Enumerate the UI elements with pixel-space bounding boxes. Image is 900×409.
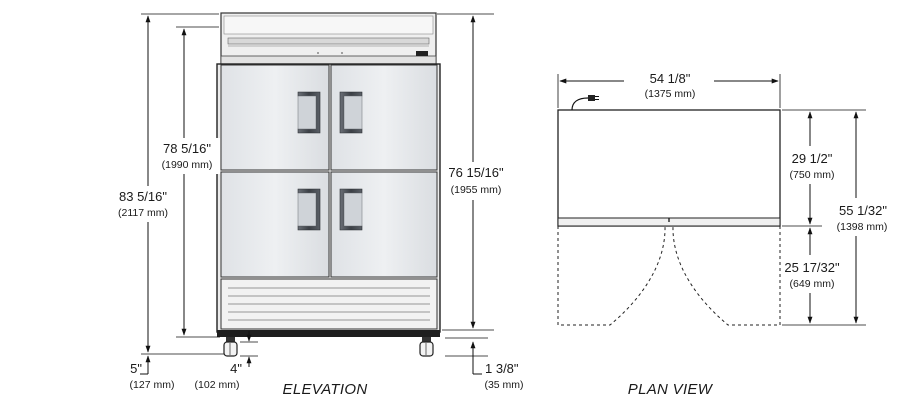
caster-icon — [223, 337, 434, 357]
elevation-view — [112, 12, 506, 375]
caster-diameter-metric: (127 mm) — [130, 379, 175, 391]
overall-height-metric: (2117 mm) — [118, 207, 168, 219]
cabinet-height-imperial: 76 15/16" — [448, 165, 504, 180]
dimension-labels: 83 5/16" (2117 mm) 78 5/16" (1990 mm) 76… — [118, 71, 887, 398]
overall-depth-metric: (1398 mm) — [837, 221, 888, 233]
body-height-metric: (1990 mm) — [162, 159, 213, 171]
elevation-view-title: ELEVATION — [283, 381, 368, 398]
top-canopy — [220, 12, 437, 65]
overall-depth-imperial: 55 1/32" — [839, 203, 887, 218]
plan-view — [557, 70, 896, 326]
plan-width-imperial: 54 1/8" — [650, 71, 691, 86]
cabinet-depth-imperial: 29 1/2" — [792, 151, 833, 166]
base-rail — [217, 330, 440, 337]
door-handle-icon — [297, 91, 363, 231]
grille-panel — [220, 278, 438, 330]
floor-clearance-metric: (35 mm) — [484, 379, 523, 391]
controller-display-icon — [416, 51, 428, 56]
plan-view-title: PLAN VIEW — [628, 381, 714, 398]
floor-clearance-imperial: 1 3/8" — [485, 361, 519, 376]
caster-height-imperial: 4" — [230, 361, 242, 376]
cabinet-plan-outline — [557, 109, 781, 227]
caster-height-metric: (102 mm) — [195, 379, 240, 391]
door-swing-metric: (649 mm) — [790, 278, 835, 290]
power-cord-icon — [571, 95, 599, 111]
caster-diameter-imperial: 5" — [130, 361, 142, 376]
plan-width-metric: (1375 mm) — [645, 88, 696, 100]
body-height-imperial: 78 5/16" — [163, 141, 211, 156]
cabinet-height-metric: (1955 mm) — [451, 184, 502, 196]
overall-height-imperial: 83 5/16" — [119, 189, 167, 204]
cabinet-depth-metric: (750 mm) — [790, 169, 835, 181]
door-swing-imperial: 25 17/32" — [784, 260, 840, 275]
door-swing-arcs — [557, 225, 781, 326]
